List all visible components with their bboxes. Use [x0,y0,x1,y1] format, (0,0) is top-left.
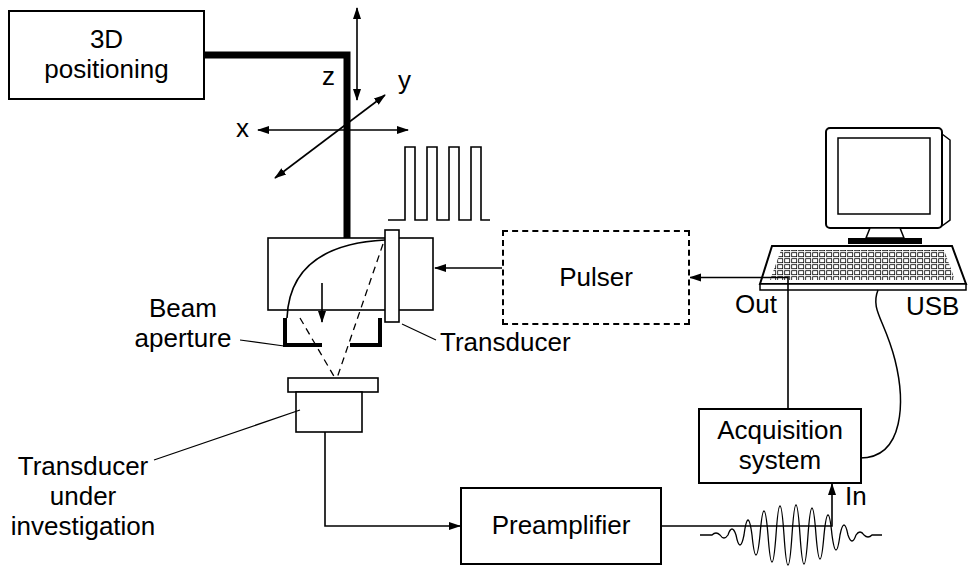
test-transducer-face [288,378,378,392]
x-axis-arrow [258,129,408,131]
leader-line [402,324,436,340]
axis-label: y [398,66,411,96]
acquisition-box: Acquisition system [698,408,862,484]
z-axis-arrow [356,8,358,100]
signal-label: Out [735,290,777,320]
y-axis-arrow [275,95,385,178]
leader-line [240,340,284,346]
signal-connector [690,278,788,409]
pulser-box: Pulser [502,230,690,325]
keyboard-edge [760,284,966,290]
monitor-side [942,134,950,226]
usb-cable [860,290,900,458]
signal-wire [325,432,460,526]
box-text: Pulser [559,263,633,293]
monitor-screen [838,138,930,214]
beam-aperture [285,318,380,345]
monitor [826,128,942,228]
transducer-face [385,230,399,322]
keyboard [760,246,966,284]
preamplifier-box: Preamplifier [460,487,662,565]
pulse-train [388,147,490,220]
received-waveform [700,505,882,565]
leader-line [154,410,300,460]
part-label: Beam aperture [118,294,248,354]
monitor-stand [866,228,904,238]
signal-connector [662,484,832,526]
part-label: Transducer [440,328,571,358]
part-label: Transducer under investigation [3,452,163,542]
positioning-box: 3D positioning [8,10,205,100]
keyboard-keys [770,250,955,280]
test-transducer-body [296,392,362,432]
monitor-base [848,238,922,244]
holder-housing [268,238,386,310]
beam-cone [300,244,383,378]
drive-arrow [435,267,502,269]
axis-label: x [236,114,249,144]
axis-label: z [322,62,335,92]
box-text: Acquisition system [708,416,852,476]
transducer-body [398,238,433,310]
box-text: 3D positioning [32,25,182,85]
port-label: USB [906,292,959,322]
box-text: Preamplifier [492,511,631,541]
positioning-arm [205,55,347,238]
signal-label: In [845,482,867,512]
beam-arrow [321,283,323,322]
